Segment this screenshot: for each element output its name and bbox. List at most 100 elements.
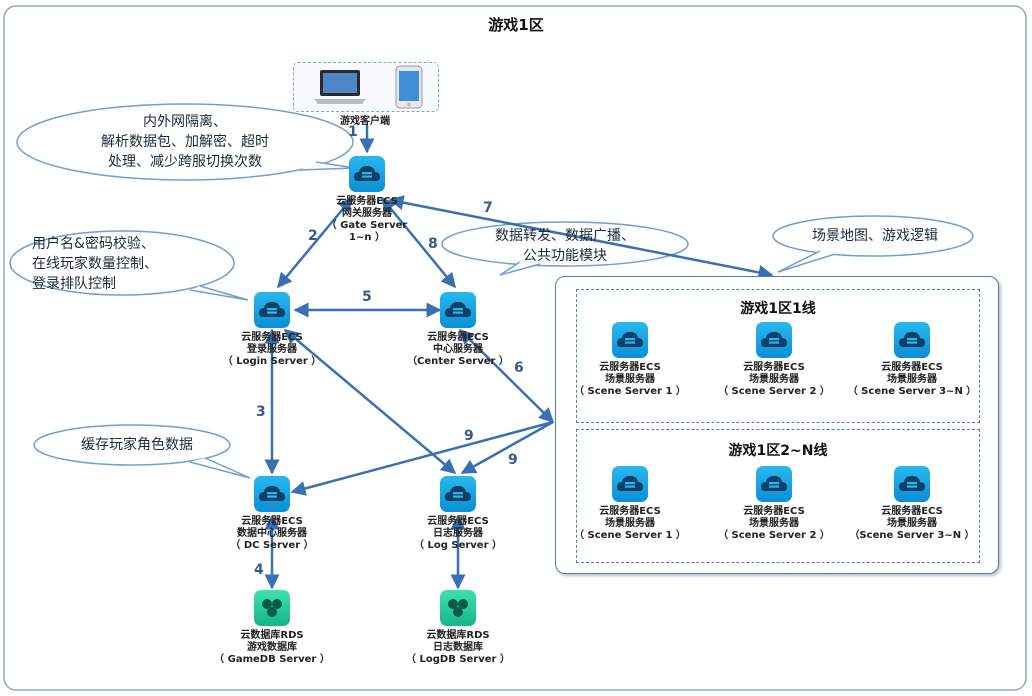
callout-line: 处理、减少跨服切换次数 [108,154,262,170]
step-3: 3 [256,404,266,420]
cloud-glyph [761,332,787,347]
arrow-9a [290,420,554,496]
callout-line: 在线玩家数量控制、 [32,256,158,272]
cloud-server-icon [254,476,290,512]
center-server-node: 云服务器ECS 中心服务器 （Center Server ） [393,292,523,368]
cloud-glyph [445,486,471,501]
scene-label-1: 云服务器ECS [599,362,661,373]
database-icon [440,590,476,626]
scene-label-1: 云服务器ECS [743,506,805,517]
arrow-login-log [283,329,457,474]
dc-server-node: 云服务器ECS 数据中心服务器 （ DC Server ） [207,476,337,552]
scene-server-node: 云服务器ECS 场景服务器 （ Scene Server 1 ） [565,322,695,398]
scene-server-node: 云服务器ECS 场景服务器 （ Scene Server 3~N ） [847,322,977,398]
callout-line: 缓存玩家角色数据 [81,437,193,453]
arrow-2 [277,196,353,289]
laptop-icon [314,70,366,104]
gate-label-3: （ Gate Server [326,220,408,231]
callout-dc: 缓存玩家角色数据 [62,435,212,455]
database-glyph [262,599,282,617]
scene-label-2: 场景服务器 [605,374,655,385]
scene-server-node: 云服务器ECS 场景服务器 （ Scene Server 1 ） [565,466,695,542]
login-label-2: 登录服务器 [247,344,297,355]
callout-scene-shape [772,215,974,273]
scene-label-2: 场景服务器 [749,374,799,385]
logdb-label-1: 云数据库RDS [426,630,490,641]
step-8: 8 [428,236,438,252]
log-label-2: 日志服务器 [433,528,483,539]
login-label-1: 云服务器ECS [241,332,303,343]
cloud-glyph [354,166,380,181]
callout-line: 解析数据包、加解密、超时 [101,134,269,150]
center-label-3: （Center Server ） [407,356,509,367]
step-7: 7 [483,200,493,216]
gamedb-label-2: 游戏数据库 [247,642,297,653]
line2-box: 游戏1区2~N线 [576,429,980,563]
dc-label-3: （ DC Server ） [230,540,314,551]
gamedb-label-3: （ GameDB Server ） [214,654,330,665]
cloud-glyph [259,302,285,317]
database-icon [254,590,290,626]
callout-gate: 内外网隔离、 解析数据包、加解密、超时 处理、减少跨服切换次数 [55,112,315,172]
dc-label-2: 数据中心服务器 [237,528,307,539]
step-6: 6 [514,360,524,376]
cloud-server-icon [756,466,792,502]
scene-label-2: 场景服务器 [749,518,799,529]
callout-scene: 场景地图、游戏逻辑 [790,226,960,246]
cloud-server-icon [756,322,792,358]
gate-server-node: 云服务器ECS 网关服务器 （ Gate Server 1~n ） [302,156,432,244]
scene-label-2: 场景服务器 [887,518,937,529]
scene-label-1: 云服务器ECS [881,362,943,373]
scene-label-3: （ Scene Server 2 ） [718,386,830,397]
client-box [293,62,439,112]
login-server-node: 云服务器ECS 登录服务器 （ Login Server ） [207,292,337,368]
gamedb-node: 云数据库RDS 游戏数据库 （ GameDB Server ） [207,590,337,666]
gate-label-1: 云服务器ECS [336,196,398,207]
scene-label-3: （ Scene Server 3~N ） [847,386,977,397]
cloud-server-icon [440,476,476,512]
gate-label-2: 网关服务器 [342,208,392,219]
step-9: 9 [508,452,518,468]
callout-line: 用户名&密码校验、 [32,236,155,252]
arrow-9b [460,420,554,475]
cloud-server-icon [349,156,385,192]
logdb-label-3: （ LogDB Server ） [406,654,510,665]
logdb-label-2: 日志数据库 [433,642,483,653]
callout-line: 公共功能模块 [523,248,607,264]
cloud-glyph [761,476,787,491]
scene-label-2: 场景服务器 [887,374,937,385]
cloud-glyph [899,332,925,347]
login-label-3: （ Login Server ） [222,356,322,367]
callout-login: 用户名&密码校验、 在线玩家数量控制、 登录排队控制 [32,234,212,294]
scene-server-node: 云服务器ECS 场景服务器 （Scene Server 3~N ） [847,466,977,542]
step-5: 5 [362,289,372,305]
scene-label-3: （ Scene Server 2 ） [718,530,830,541]
cloud-server-icon [612,322,648,358]
gate-label-4: 1~n ） [349,232,385,243]
phone-icon [395,65,423,109]
cloud-server-icon [440,292,476,328]
cloud-glyph [445,302,471,317]
scene-label-3: （ Scene Server 1 ） [574,530,686,541]
scene-label-3: （ Scene Server 1 ） [574,386,686,397]
client-label: 游戏客户端 [340,116,390,127]
callout-line: 场景地图、游戏逻辑 [812,228,938,244]
cloud-glyph [259,486,285,501]
cloud-glyph [617,332,643,347]
scene-server-node: 云服务器ECS 场景服务器 （ Scene Server 2 ） [709,322,839,398]
callout-line: 数据转发、数据广播、 [495,228,635,244]
callout-gate-shape [16,103,356,181]
step-2: 2 [308,228,318,244]
center-label-2: 中心服务器 [433,344,483,355]
cloud-server-icon [894,322,930,358]
dc-label-1: 云服务器ECS [241,516,303,527]
arrow-7 [388,195,774,280]
cloud-glyph [899,476,925,491]
region-frame [3,5,1027,691]
cloud-server-icon [612,466,648,502]
callout-center: 数据转发、数据广播、 公共功能模块 [470,226,660,266]
step-9: 9 [464,428,474,444]
line1-title: 游戏1区1线 [740,301,816,317]
scene-label-2: 场景服务器 [605,518,655,529]
